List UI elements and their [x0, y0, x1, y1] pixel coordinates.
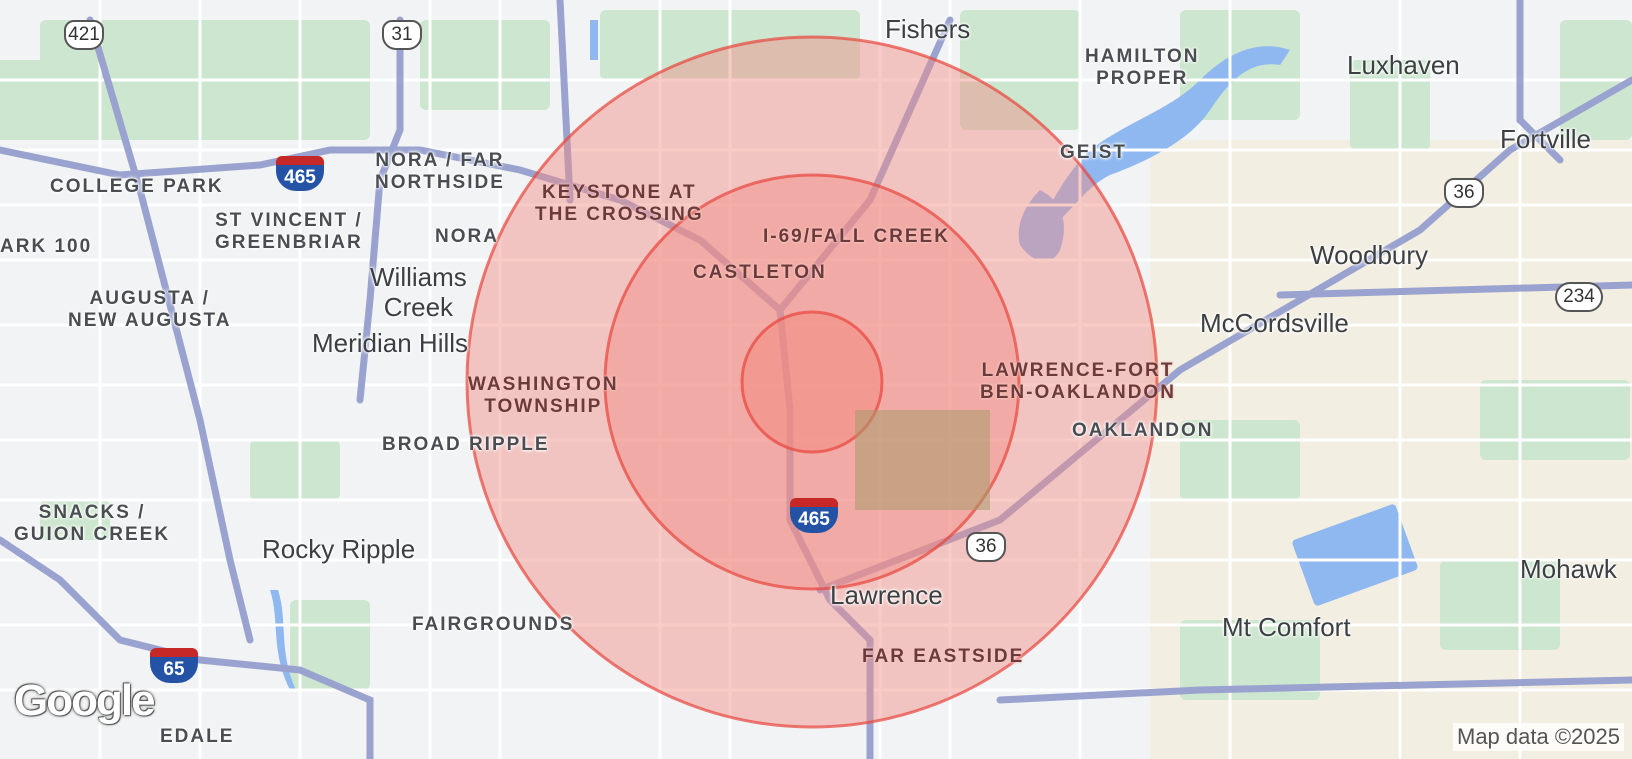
place-label-mohawk: Mohawk: [1520, 554, 1617, 584]
place-label-fortville: Fortville: [1500, 124, 1592, 154]
interstate-65-icon: 65: [150, 648, 198, 690]
neighborhood-label-keystone: KEYSTONE AT THE CROSSING: [535, 182, 704, 225]
water-bodies: [270, 20, 1418, 690]
place-label-fishers: Fishers: [885, 14, 971, 44]
us-route-36-south-icon: 36: [966, 532, 1006, 562]
neighborhood-label-nora: NORA: [435, 226, 499, 247]
neighborhood-label-washington-township: WASHINGTON TOWNSHIP: [468, 374, 619, 417]
interstate-465-east-icon: 465: [790, 498, 838, 540]
neighborhood-label-park-100: ARK 100: [0, 236, 93, 257]
interstate-shield-top: [790, 498, 838, 507]
neighborhood-label-st-vincent: ST VINCENT / GREENBRIAR: [215, 210, 363, 253]
place-label-rocky-ripple: Rocky Ripple: [262, 534, 416, 564]
neighborhood-label-fairgrounds: FAIRGROUNDS: [412, 614, 575, 635]
neighborhood-label-hamilton-proper: HAMILTON PROPER: [1085, 46, 1200, 89]
neighborhood-label-lawrence-fort-ben: LAWRENCE-FORT BEN-OAKLANDON: [980, 360, 1176, 403]
neighborhood-label-i69-fall-creek: I-69/FALL CREEK: [763, 226, 950, 247]
us-route-36-east-icon: 36: [1444, 178, 1484, 208]
state-route-234-icon: 234: [1555, 282, 1603, 312]
interstate-465-north-icon: 465: [276, 156, 324, 198]
neighborhood-label-castleton: CASTLETON: [693, 262, 827, 283]
interstate-shield-top: [276, 156, 324, 165]
neighborhood-label-edale: EDALE: [160, 726, 235, 747]
place-label-woodbury: Woodbury: [1310, 240, 1429, 270]
place-label-mccordsville: McCordsville: [1200, 308, 1349, 338]
neighborhood-label-augusta: AUGUSTA / NEW AUGUSTA: [68, 288, 232, 331]
neighborhood-label-geist: GEIST: [1060, 142, 1128, 163]
map-attribution[interactable]: Map data ©2025: [1453, 723, 1624, 751]
neighborhood-label-broad-ripple: BROAD RIPPLE: [382, 434, 550, 455]
place-label-lawrence: Lawrence: [830, 580, 943, 610]
place-label-meridian-hills: Meridian Hills: [312, 328, 469, 358]
place-label-williams-creek: Williams Creek: [370, 262, 467, 322]
neighborhood-label-college-park: COLLEGE PARK: [50, 176, 224, 197]
neighborhood-label-far-eastside: FAR EASTSIDE: [862, 646, 1025, 667]
place-label-mt-comfort: Mt Comfort: [1222, 612, 1351, 642]
neighborhood-label-snacks-guion: SNACKS / GUION CREEK: [14, 502, 171, 545]
fort-ben-park: [855, 410, 990, 510]
us-route-421-icon: 421: [64, 20, 104, 50]
inner-radius-ring: [740, 310, 884, 454]
neighborhood-label-oaklandon: OAKLANDON: [1072, 420, 1214, 441]
interstate-shield-number: 65: [150, 657, 198, 683]
place-label-luxhaven: Luxhaven: [1347, 50, 1460, 80]
interstate-shield-number: 465: [790, 507, 838, 533]
us-route-31-icon: 31: [382, 20, 422, 50]
interstate-shield-top: [150, 648, 198, 657]
interstate-shield-number: 465: [276, 165, 324, 191]
radius-rings: [465, 35, 1159, 729]
neighborhood-label-nora-far-northside: NORA / FAR NORTHSIDE: [375, 150, 505, 193]
google-logo: Google: [14, 676, 156, 725]
